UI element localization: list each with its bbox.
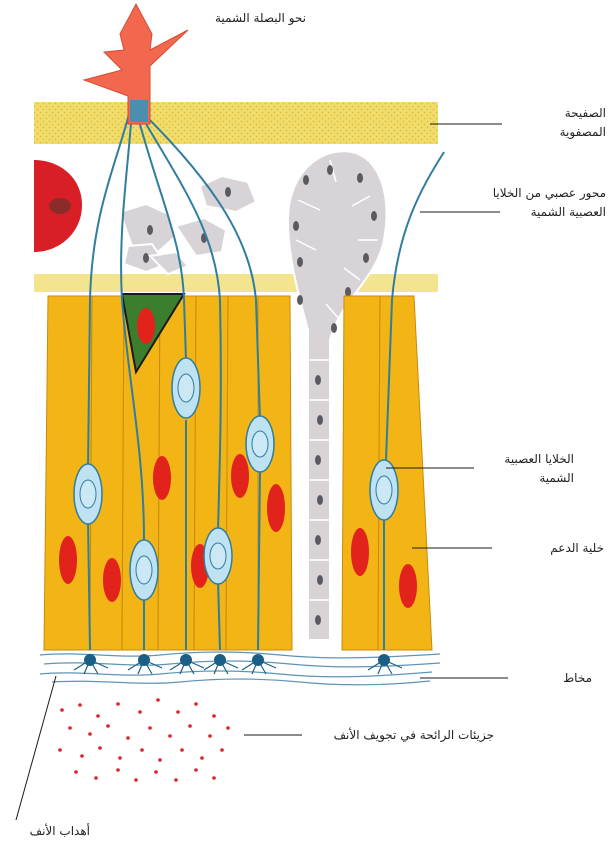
label-supporting-cell: خلية الدعم bbox=[494, 539, 604, 558]
label-olfactory-neurons-line2: الشمية bbox=[474, 469, 574, 488]
blood-cell bbox=[49, 198, 71, 214]
label-olfactory-axon-line1: محور عصبي من الخلايا bbox=[464, 184, 606, 203]
label-odor-molecules: جزيئات الرائحة في تجويف الأنف bbox=[304, 726, 494, 745]
label-olfactory-bulb: نحو البصلة الشمية bbox=[194, 9, 306, 28]
label-olfactory-axon-line2: العصبية الشمية bbox=[464, 203, 606, 222]
gland-cells bbox=[120, 176, 256, 274]
label-cribriform-plate: الصفيحة المصفوية bbox=[506, 104, 606, 142]
basement-band bbox=[34, 274, 438, 292]
cribriform-plate bbox=[34, 102, 438, 144]
odor-molecules bbox=[58, 698, 230, 782]
label-cribriform-plate-line2: المصفوية bbox=[506, 123, 606, 142]
label-nasal-cilia: أهداب الأنف bbox=[6, 822, 90, 841]
label-mucus: مخاط bbox=[512, 669, 592, 688]
label-olfactory-neurons-line1: الخلايا العصبية bbox=[474, 450, 574, 469]
label-cribriform-plate-line1: الصفيحة bbox=[506, 104, 606, 123]
label-olfactory-neurons: الخلايا العصبية الشمية bbox=[474, 450, 574, 488]
label-olfactory-axon: محور عصبي من الخلايا العصبية الشمية bbox=[464, 184, 606, 222]
